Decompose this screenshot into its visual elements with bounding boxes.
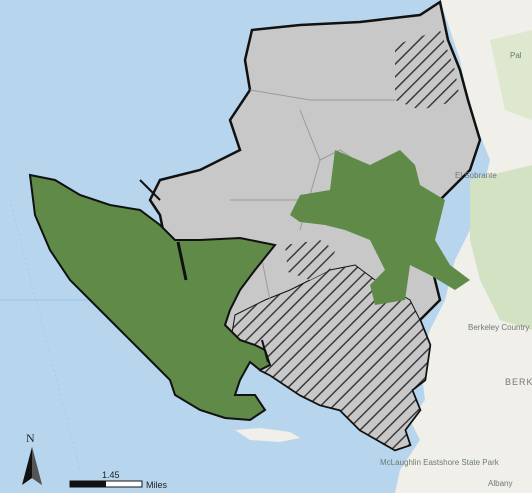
place-label-berkeley-country-club: Berkeley Country Club <box>468 323 532 332</box>
dock <box>261 339 269 363</box>
green-zone-central[interactable] <box>290 150 470 305</box>
mainland-east <box>395 0 532 493</box>
dock <box>176 241 188 281</box>
hatched-zone-northeast[interactable] <box>395 30 460 110</box>
place-label-pal: Pal <box>510 51 522 60</box>
ferry-route <box>9 199 81 471</box>
place-label-mclaughlin: McLaughlin Eastshore State Park <box>380 458 500 467</box>
scale-bar: 1.45 Miles <box>69 470 168 490</box>
north-arrow: N <box>22 431 42 485</box>
scale-value: 1.45 <box>102 470 120 480</box>
place-label-berk: BERK <box>505 377 532 387</box>
dock <box>139 179 161 201</box>
north-label: N <box>26 431 35 445</box>
hatched-zone-central[interactable] <box>285 240 335 280</box>
hills-area-north <box>490 30 532 120</box>
scale-unit: Miles <box>146 480 168 490</box>
place-label-el-sobrante: El Sobrante <box>455 171 497 180</box>
green-zone-point-richmond[interactable] <box>28 173 277 422</box>
brooks-island <box>235 428 300 442</box>
hills-area <box>470 165 532 330</box>
place-label-albany: Albany <box>488 479 512 488</box>
